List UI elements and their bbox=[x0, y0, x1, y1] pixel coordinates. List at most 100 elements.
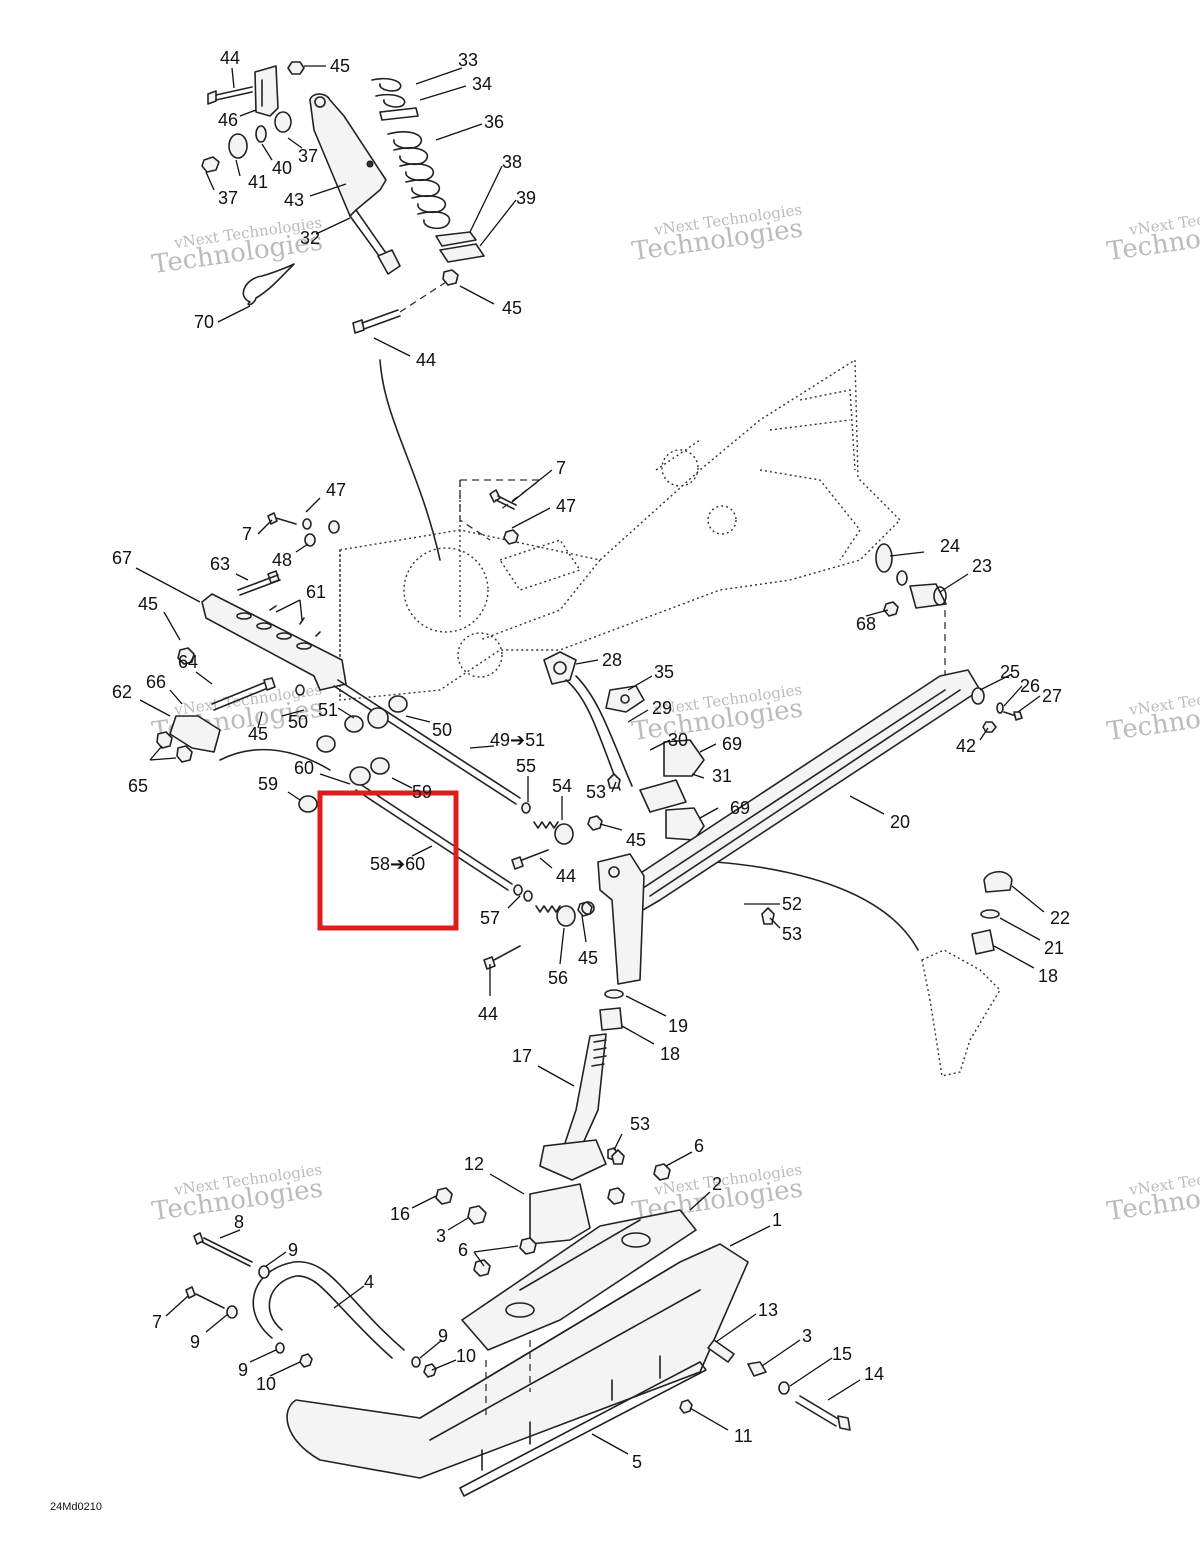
callout-16[interactable]: 16 bbox=[390, 1204, 410, 1224]
callout-3[interactable]: 3 bbox=[436, 1226, 446, 1246]
callout-23[interactable]: 23 bbox=[972, 556, 992, 576]
callout-69[interactable]: 69 bbox=[722, 734, 742, 754]
callout-48[interactable]: 48 bbox=[272, 550, 292, 570]
callout-9[interactable]: 9 bbox=[438, 1326, 448, 1346]
bushing bbox=[971, 929, 995, 955]
callout-33[interactable]: 33 bbox=[458, 50, 478, 70]
callout-63[interactable]: 63 bbox=[210, 554, 230, 574]
callout-6[interactable]: 6 bbox=[458, 1240, 468, 1260]
callout-64[interactable]: 64 bbox=[178, 652, 198, 672]
callout-30[interactable]: 30 bbox=[668, 730, 688, 750]
callout-55[interactable]: 55 bbox=[516, 756, 536, 776]
callout-45[interactable]: 45 bbox=[502, 298, 522, 318]
callout-3[interactable]: 3 bbox=[802, 1326, 812, 1346]
callout-50[interactable]: 50 bbox=[288, 712, 308, 732]
grease-fitting bbox=[611, 1149, 625, 1165]
callout-45[interactable]: 45 bbox=[330, 56, 350, 76]
callout-35[interactable]: 35 bbox=[654, 662, 674, 682]
callout-45[interactable]: 45 bbox=[626, 830, 646, 850]
callout-9[interactable]: 9 bbox=[238, 1360, 248, 1380]
callout-17[interactable]: 17 bbox=[512, 1046, 532, 1066]
callout-28[interactable]: 28 bbox=[602, 650, 622, 670]
callout-67[interactable]: 67 bbox=[112, 548, 132, 568]
callout-37[interactable]: 37 bbox=[298, 146, 318, 166]
callout-49-51[interactable]: 49➔51 bbox=[490, 730, 545, 750]
callout-14[interactable]: 14 bbox=[864, 1364, 884, 1384]
callout-43[interactable]: 43 bbox=[284, 190, 304, 210]
callout-54[interactable]: 54 bbox=[552, 776, 572, 796]
callout-9[interactable]: 9 bbox=[190, 1332, 200, 1352]
callout-7[interactable]: 7 bbox=[152, 1312, 162, 1332]
callout-5[interactable]: 5 bbox=[632, 1452, 642, 1472]
callout-57[interactable]: 57 bbox=[480, 908, 500, 928]
bolt bbox=[489, 489, 517, 510]
callout-39[interactable]: 39 bbox=[516, 188, 536, 208]
callout-62[interactable]: 62 bbox=[112, 682, 132, 702]
callout-6[interactable]: 6 bbox=[694, 1136, 704, 1156]
callout-59[interactable]: 59 bbox=[412, 782, 432, 802]
callout-66[interactable]: 66 bbox=[146, 672, 166, 692]
callout-44[interactable]: 44 bbox=[220, 48, 240, 68]
callout-59[interactable]: 59 bbox=[258, 774, 278, 794]
callout-46[interactable]: 46 bbox=[218, 110, 238, 130]
washer bbox=[255, 125, 267, 143]
callout-36[interactable]: 36 bbox=[484, 112, 504, 132]
callout-34[interactable]: 34 bbox=[472, 74, 492, 94]
callout-31[interactable]: 31 bbox=[712, 766, 732, 786]
callout-9[interactable]: 9 bbox=[288, 1240, 298, 1260]
callout-25[interactable]: 25 bbox=[1000, 662, 1020, 682]
callout-51[interactable]: 51 bbox=[318, 700, 338, 720]
callout-50[interactable]: 50 bbox=[432, 720, 452, 740]
callout-10[interactable]: 10 bbox=[256, 1374, 276, 1394]
spindle-housing bbox=[597, 853, 645, 985]
callout-53[interactable]: 53 bbox=[782, 924, 802, 944]
callout-38[interactable]: 38 bbox=[502, 152, 522, 172]
callout-10[interactable]: 10 bbox=[456, 1346, 476, 1366]
callout-70[interactable]: 70 bbox=[194, 312, 214, 332]
callout-42[interactable]: 42 bbox=[956, 736, 976, 756]
callout-29[interactable]: 29 bbox=[652, 698, 672, 718]
callout-21[interactable]: 21 bbox=[1044, 938, 1064, 958]
callout-1[interactable]: 1 bbox=[772, 1210, 782, 1230]
callout-61[interactable]: 61 bbox=[306, 582, 326, 602]
callout-22[interactable]: 22 bbox=[1050, 908, 1070, 928]
callout-53[interactable]: 53 bbox=[586, 782, 606, 802]
callout-18[interactable]: 18 bbox=[1038, 966, 1058, 986]
callout-4[interactable]: 4 bbox=[364, 1272, 374, 1292]
callout-69[interactable]: 69 bbox=[730, 798, 750, 818]
bolt bbox=[237, 570, 281, 596]
callout-8[interactable]: 8 bbox=[234, 1212, 244, 1232]
callout-47[interactable]: 47 bbox=[326, 480, 346, 500]
callout-45[interactable]: 45 bbox=[248, 724, 268, 744]
callout-32[interactable]: 32 bbox=[300, 228, 320, 248]
callout-2[interactable]: 2 bbox=[712, 1174, 722, 1194]
callout-13[interactable]: 13 bbox=[758, 1300, 778, 1320]
callout-7[interactable]: 7 bbox=[242, 524, 252, 544]
callout-24[interactable]: 24 bbox=[940, 536, 960, 556]
callout-27[interactable]: 27 bbox=[1042, 686, 1062, 706]
callout-45[interactable]: 45 bbox=[578, 948, 598, 968]
callout-40[interactable]: 40 bbox=[272, 158, 292, 178]
callout-20[interactable]: 20 bbox=[890, 812, 910, 832]
callout-37[interactable]: 37 bbox=[218, 188, 238, 208]
callout-44[interactable]: 44 bbox=[478, 1004, 498, 1024]
callout-68[interactable]: 68 bbox=[856, 614, 876, 634]
callout-11[interactable]: 11 bbox=[734, 1426, 753, 1446]
callout-41[interactable]: 41 bbox=[248, 172, 268, 192]
callout-44[interactable]: 44 bbox=[416, 350, 436, 370]
callout-47[interactable]: 47 bbox=[556, 496, 576, 516]
callout-45[interactable]: 45 bbox=[138, 594, 158, 614]
callout-15[interactable]: 15 bbox=[832, 1344, 852, 1364]
callout-18[interactable]: 18 bbox=[660, 1044, 680, 1064]
washer bbox=[875, 543, 893, 573]
callout-12[interactable]: 12 bbox=[464, 1154, 484, 1174]
callout-44[interactable]: 44 bbox=[556, 866, 576, 886]
callout-26[interactable]: 26 bbox=[1020, 676, 1040, 696]
callout-65[interactable]: 65 bbox=[128, 776, 148, 796]
callout-53[interactable]: 53 bbox=[630, 1114, 650, 1134]
callout-56[interactable]: 56 bbox=[548, 968, 568, 988]
callout-52[interactable]: 52 bbox=[782, 894, 802, 914]
callout-60[interactable]: 60 bbox=[294, 758, 314, 778]
callout-7[interactable]: 7 bbox=[556, 458, 566, 478]
callout-19[interactable]: 19 bbox=[668, 1016, 688, 1036]
